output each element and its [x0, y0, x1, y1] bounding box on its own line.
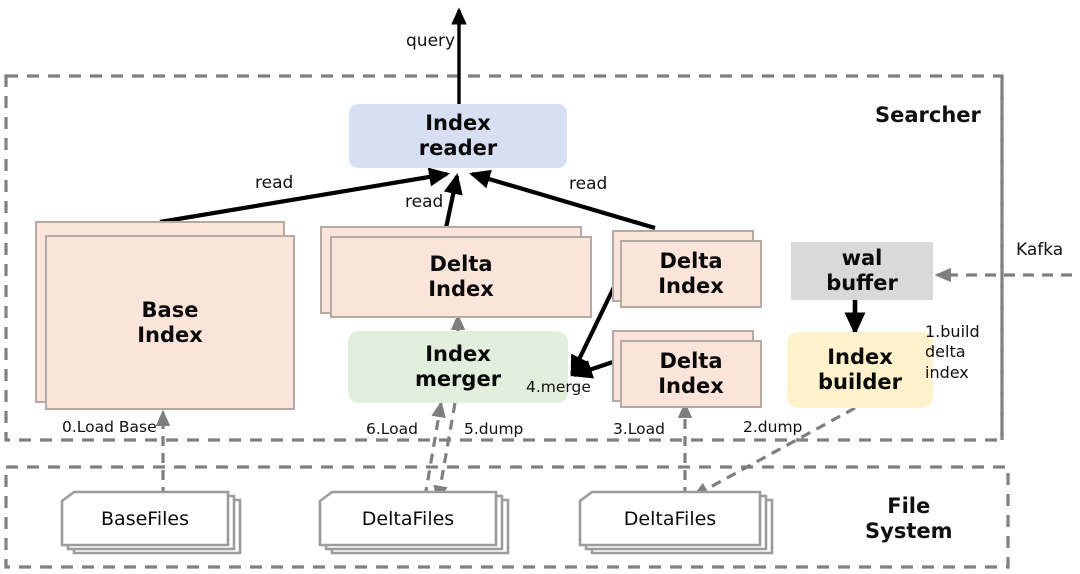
label-merge: 4.merge [526, 378, 591, 396]
label-base-files: BaseFiles [101, 508, 189, 530]
label-read-delta-main: read [405, 192, 444, 212]
label-build-delta-index: 1.build delta index [925, 322, 980, 382]
label-delta-files-right: DeltaFiles [623, 508, 717, 530]
base-files-shape [60, 490, 242, 555]
load-merged-arrow [423, 400, 446, 498]
read-delta-main-arrow [443, 173, 463, 229]
node-index-builder[interactable]: Index builder [787, 332, 933, 408]
node-base-index[interactable]: Base Index [45, 235, 295, 410]
merge-arrow-bottom [571, 360, 614, 379]
node-index-merger[interactable]: Index merger [348, 331, 568, 403]
label-file-system: File System [865, 494, 953, 544]
label-read-base: read [255, 173, 294, 193]
label-query: query [406, 31, 456, 51]
node-delta-index-top[interactable]: Delta Index [620, 240, 762, 308]
label-load-merged: 6.Load [366, 420, 418, 438]
node-delta-index-bottom[interactable]: Delta Index [620, 340, 762, 408]
label-kafka: Kafka [1016, 240, 1064, 260]
read-base-arrow [159, 167, 451, 225]
node-wal-buffer[interactable]: wal buffer [791, 242, 933, 300]
searcher-boundary [4, 74, 1004, 442]
label-searcher: Searcher [875, 103, 981, 127]
node-index-reader[interactable]: Index reader [349, 104, 567, 168]
read-delta-top-arrow [469, 169, 656, 231]
node-delta-index-main[interactable]: Delta Index [330, 236, 592, 318]
label-load-delta: 3.Load [613, 420, 665, 438]
delta-files-right-shape [578, 490, 774, 555]
label-dump-delta: 2.dump [743, 418, 803, 436]
delta-files-mid-shape [318, 490, 510, 555]
merge-arrow-top [570, 284, 617, 377]
label-load-base: 0.Load Base [62, 418, 157, 436]
dump-delta-arrow [691, 406, 856, 498]
filesystem-boundary [4, 465, 1010, 569]
label-read-delta-top: read [569, 174, 608, 194]
label-dump-merged: 5.dump [464, 420, 524, 438]
label-delta-files-mid: DeltaFiles [361, 508, 455, 530]
dump-merged-arrow [433, 402, 457, 503]
